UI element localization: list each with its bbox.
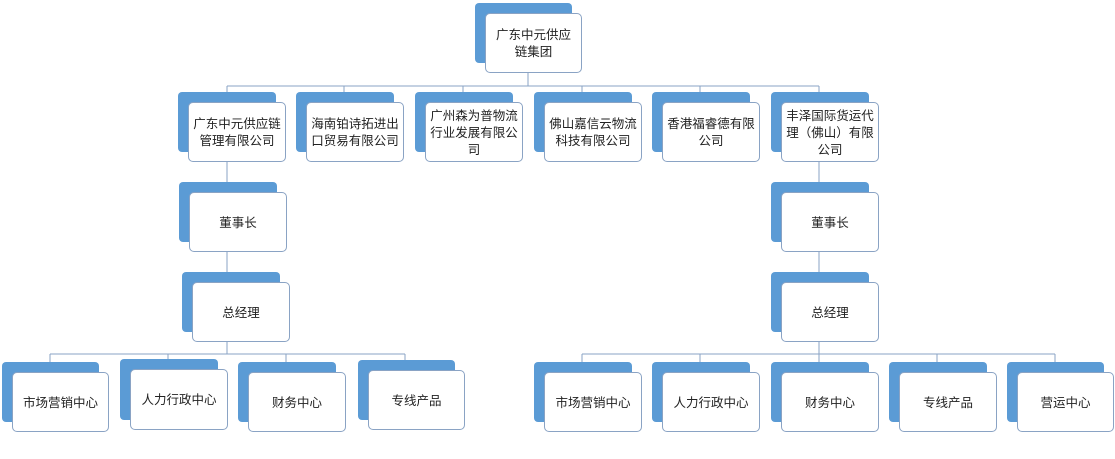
org-node-department: 市场营销中心 xyxy=(2,362,109,432)
org-node-department: 市场营销中心 xyxy=(534,362,642,432)
node-label: 专线产品 xyxy=(368,370,465,430)
node-label: 市场营销中心 xyxy=(544,372,642,432)
node-label: 财务中心 xyxy=(248,372,346,432)
node-label: 市场营销中心 xyxy=(12,372,109,432)
org-node-company: 广东中元供应链管理有限公司 xyxy=(178,92,286,162)
node-label: 专线产品 xyxy=(899,372,997,432)
org-node-department: 营运中心 xyxy=(1007,362,1114,432)
org-node-root: 广东中元供应链集团 xyxy=(475,3,582,73)
node-label: 广州森为普物流行业发展有限公司 xyxy=(425,102,523,162)
org-node-company: 广州森为普物流行业发展有限公司 xyxy=(415,92,523,162)
org-node-general-manager-right: 总经理 xyxy=(771,272,879,342)
org-node-chairman-left: 董事长 xyxy=(179,182,287,252)
org-node-department: 人力行政中心 xyxy=(120,359,228,430)
node-label: 人力行政中心 xyxy=(130,369,228,430)
org-node-department: 人力行政中心 xyxy=(652,362,760,432)
node-label: 广东中元供应链集团 xyxy=(485,13,582,73)
node-label: 丰泽国际货运代理（佛山）有限公司 xyxy=(781,102,879,162)
node-label: 总经理 xyxy=(192,282,290,342)
node-label: 营运中心 xyxy=(1017,372,1114,432)
node-label: 广东中元供应链管理有限公司 xyxy=(188,102,286,162)
node-label: 董事长 xyxy=(189,192,287,252)
node-label: 海南铂诗拓进出口贸易有限公司 xyxy=(306,102,404,162)
org-node-company: 丰泽国际货运代理（佛山）有限公司 xyxy=(771,92,879,162)
org-node-chairman-right: 董事长 xyxy=(771,182,879,252)
org-node-department: 财务中心 xyxy=(238,362,346,432)
node-label: 香港福睿德有限公司 xyxy=(662,102,760,162)
node-label: 佛山嘉信云物流科技有限公司 xyxy=(544,102,642,162)
org-node-company: 佛山嘉信云物流科技有限公司 xyxy=(534,92,642,162)
node-label: 总经理 xyxy=(781,282,879,342)
org-node-general-manager-left: 总经理 xyxy=(182,272,290,342)
node-label: 财务中心 xyxy=(781,372,879,432)
org-node-department: 专线产品 xyxy=(358,360,465,430)
node-label: 董事长 xyxy=(781,192,879,252)
org-node-company: 香港福睿德有限公司 xyxy=(652,92,760,162)
org-node-department: 财务中心 xyxy=(771,362,879,432)
org-node-department: 专线产品 xyxy=(889,362,997,432)
node-label: 人力行政中心 xyxy=(662,372,760,432)
org-node-company: 海南铂诗拓进出口贸易有限公司 xyxy=(296,92,404,162)
